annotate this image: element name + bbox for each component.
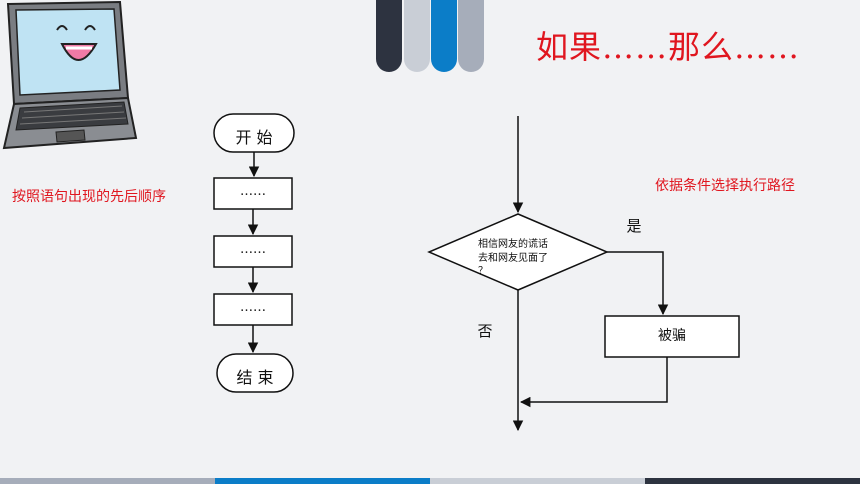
start-label: 开 始 [235, 128, 273, 147]
bottom-stripe-grey [430, 478, 645, 484]
step-label-3: …… [240, 300, 266, 315]
deco-bar-dark [376, 0, 402, 72]
end-label: 结 束 [236, 368, 274, 387]
no-label: 否 [477, 322, 493, 340]
action-box [604, 315, 740, 358]
condition-label-line1: 相信网友的谎话 [478, 239, 548, 250]
yes-connector [607, 251, 669, 316]
step-box-1 [213, 177, 293, 210]
step-label-2: …… [240, 242, 266, 257]
deco-bar-grey [458, 0, 484, 72]
yes-label: 是 [626, 217, 642, 235]
slide-title: 如果……那么…… [536, 28, 801, 66]
step-label-1: …… [240, 184, 266, 199]
bottom-stripe-blue [215, 478, 430, 484]
condition-label-line2: 去和网友见面了 [478, 253, 548, 264]
condition-label-line3: ？ [478, 266, 488, 277]
end-terminal [216, 353, 294, 393]
action-label: 被骗 [658, 328, 686, 344]
sequence-note: 按照语句出现的先后顺序 [12, 189, 166, 205]
bottom-stripe-dark [645, 478, 860, 484]
laptop-cartoon-icon [2, 0, 138, 150]
deco-bar-blue [431, 0, 457, 72]
branch-note: 依据条件选择执行路径 [655, 178, 795, 194]
merge-connector [519, 357, 668, 408]
step-box-3 [213, 293, 293, 326]
bottom-stripe-light [0, 478, 215, 484]
deco-bar-light [404, 0, 430, 72]
